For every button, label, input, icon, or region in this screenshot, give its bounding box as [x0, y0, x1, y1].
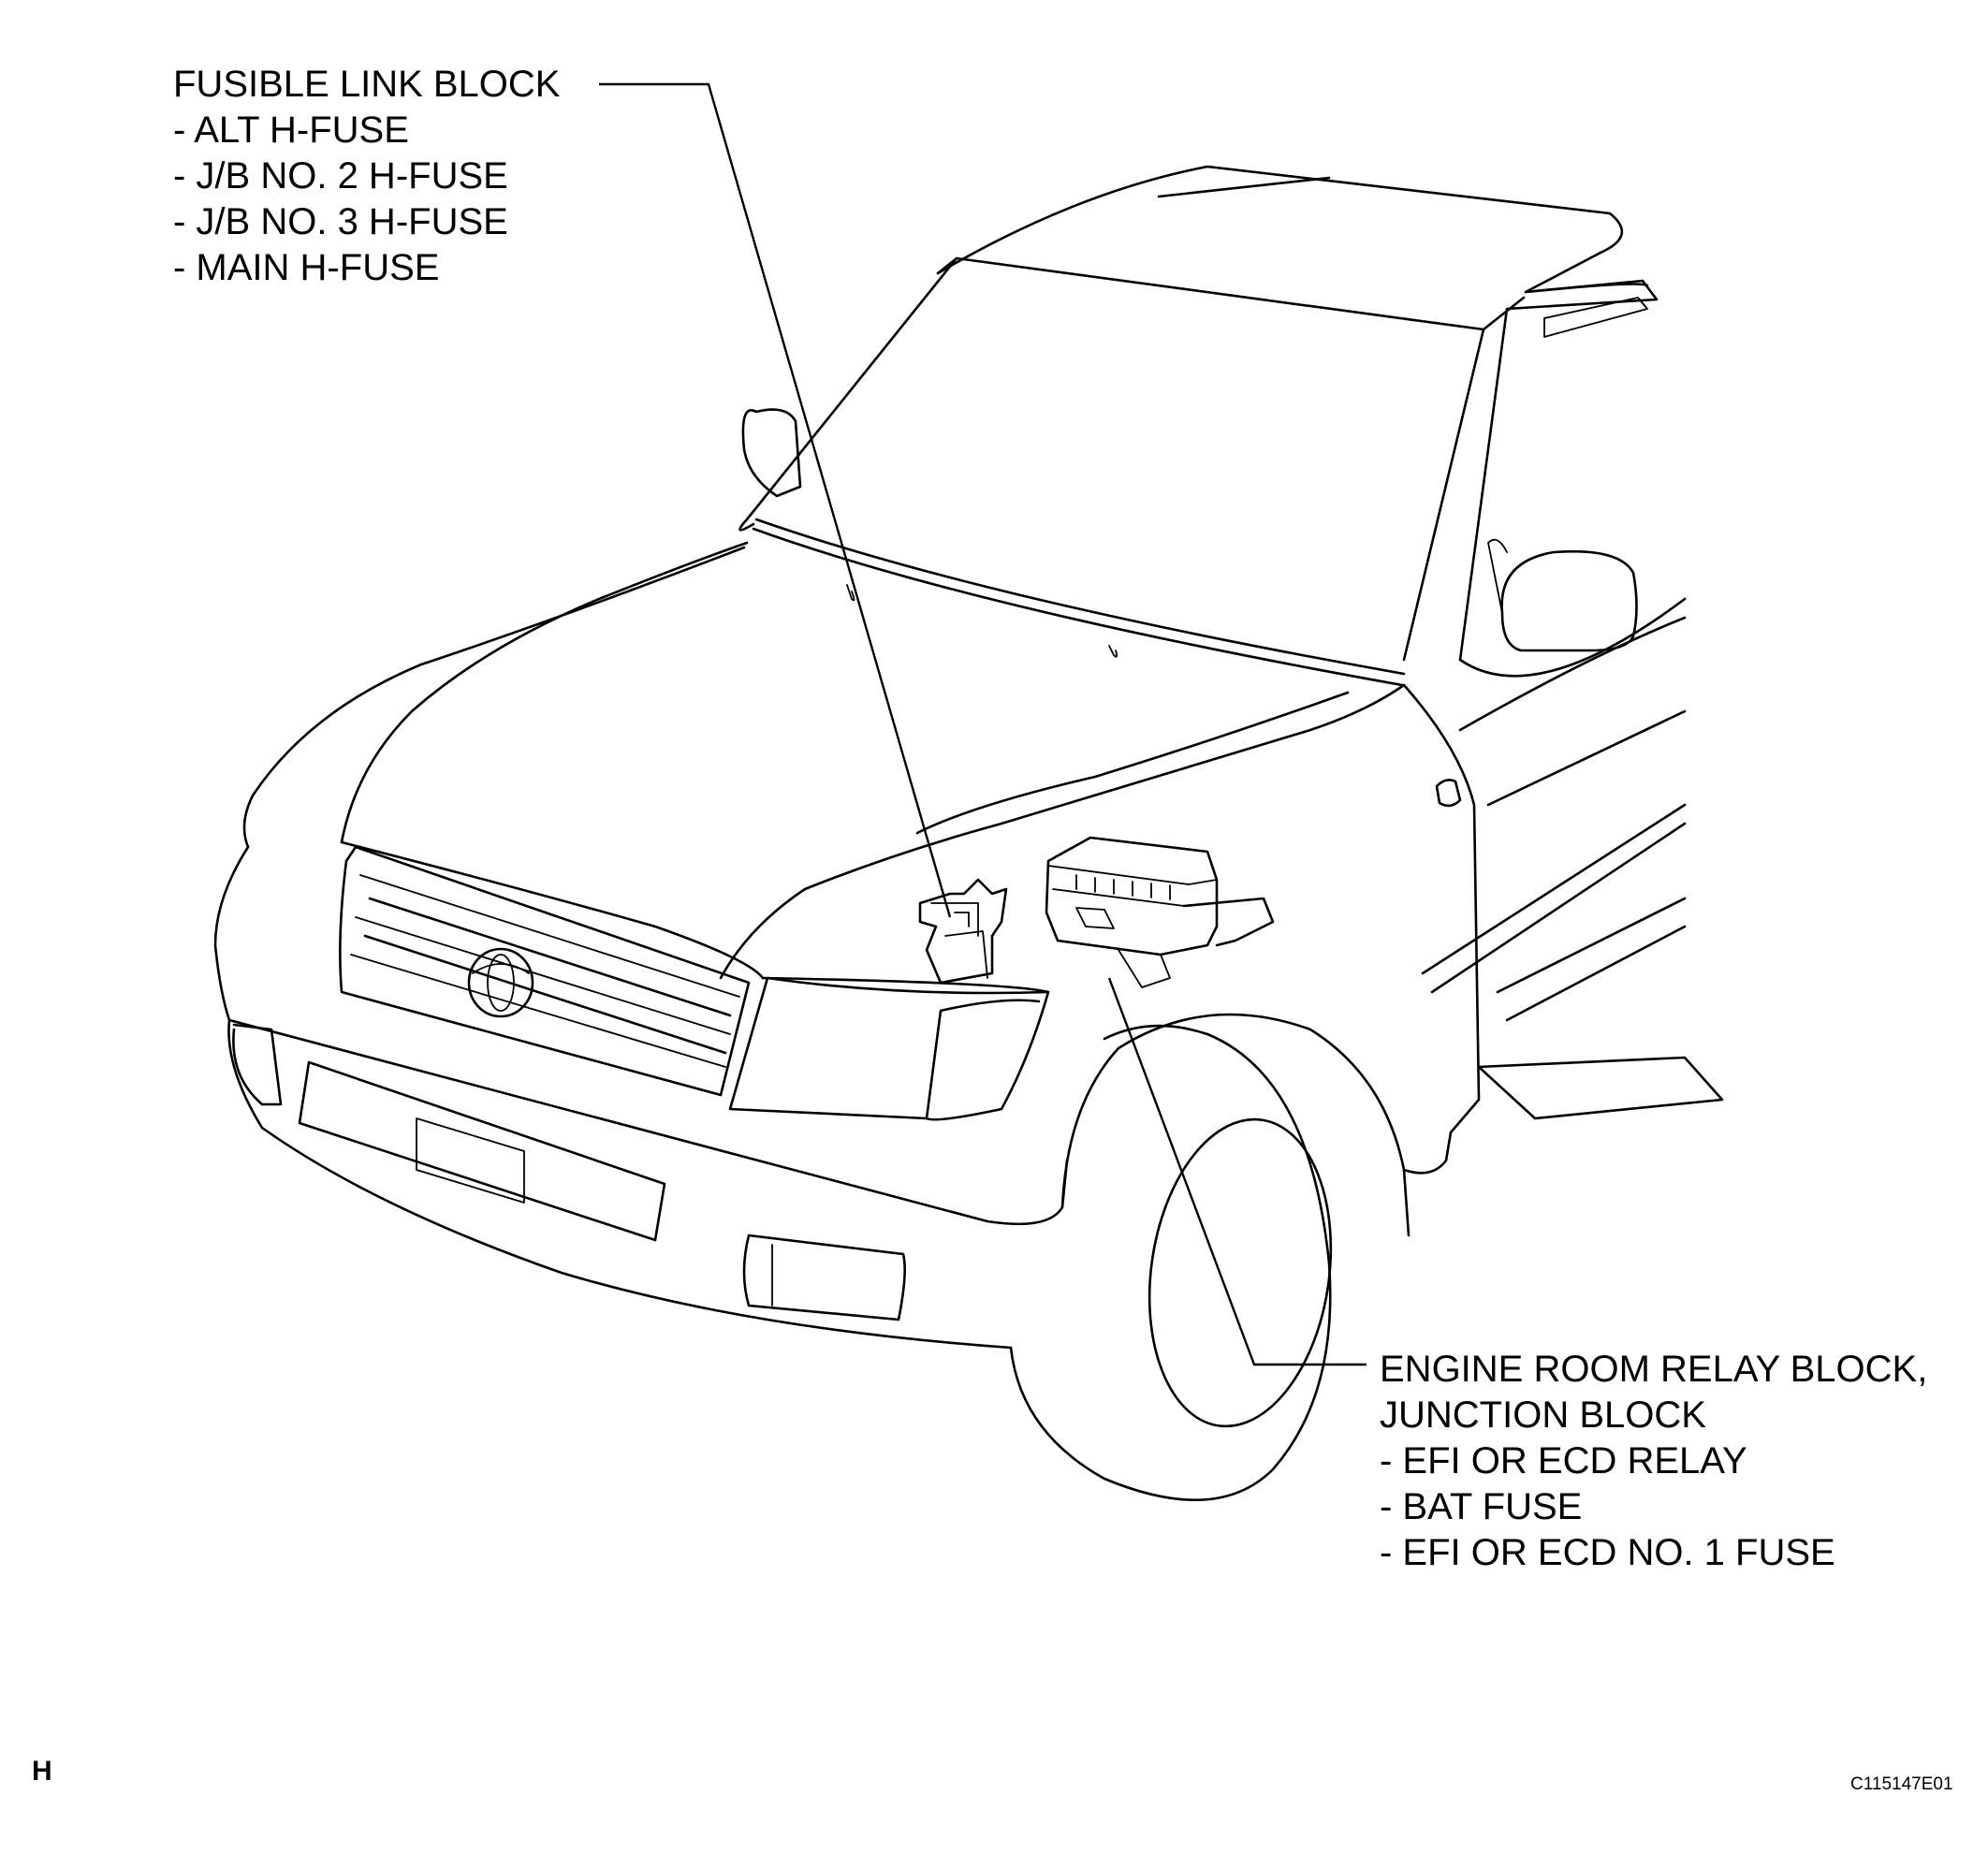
side-body-outline — [1402, 597, 1724, 1134]
fusible-link-block — [918, 878, 1008, 985]
front-wheel — [1009, 1013, 1453, 1502]
corner-mark: H — [32, 1756, 52, 1787]
leader-fusible-link — [599, 82, 952, 918]
hood-outline — [242, 541, 1406, 994]
front-grille — [339, 845, 751, 1097]
emblem — [467, 947, 534, 1018]
relay-block-item: - EFI OR ECD RELAY — [1380, 1440, 1747, 1482]
left-mirror — [741, 408, 802, 498]
engine-room-relay-block — [1045, 836, 1275, 988]
roof-outline — [738, 165, 1659, 662]
cowl-outline — [752, 518, 1406, 687]
leader-lines — [599, 82, 1367, 1366]
relay-block-subtitle: JUNCTION BLOCK — [1380, 1394, 1706, 1436]
fusible-link-block-callout: FUSIBLE LINK BLOCK - ALT H-FUSE - J/B NO… — [173, 62, 560, 291]
fusible-link-item: - J/B NO. 2 H-FUSE — [173, 155, 508, 197]
right-mirror — [1487, 538, 1638, 652]
leader-relay-block — [1107, 977, 1367, 1366]
relay-block-item: - EFI OR ECD NO. 1 FUSE — [1380, 1532, 1835, 1573]
relay-block-item: - BAT FUSE — [1380, 1486, 1583, 1527]
front-bumper — [213, 845, 1069, 1350]
fusible-link-item: - J/B NO. 3 H-FUSE — [173, 201, 508, 242]
fusible-link-block-title: FUSIBLE LINK BLOCK — [173, 64, 561, 105]
engine-room-relay-block-callout: ENGINE ROOM RELAY BLOCK, JUNCTION BLOCK … — [1380, 1347, 1927, 1576]
fusible-link-item: - MAIN H-FUSE — [173, 247, 440, 288]
headlight — [728, 976, 1050, 1121]
fusible-link-item: - ALT H-FUSE — [173, 109, 409, 151]
relay-block-title: ENGINE ROOM RELAY BLOCK, — [1380, 1349, 1928, 1390]
figure-code: C115147E01 — [1850, 1774, 1953, 1794]
